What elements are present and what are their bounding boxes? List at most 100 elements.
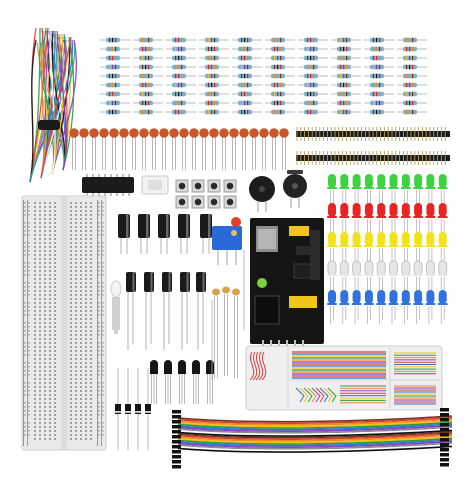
resistor-band (373, 109, 375, 115)
breadboard-hole (39, 206, 41, 208)
led-rim (351, 303, 362, 305)
rail-hole (102, 366, 104, 368)
resistor-band (274, 100, 276, 106)
resistor-band (115, 55, 117, 61)
breadboard-hole (54, 322, 56, 324)
breadboard-hole (90, 214, 92, 216)
led-yellow (352, 232, 361, 246)
breadboard-hole (44, 246, 46, 248)
breadboard-hole (39, 294, 41, 296)
breadboard-hole (44, 386, 46, 388)
rail-hole (98, 226, 100, 228)
rail-hole (28, 202, 30, 204)
breadboard (21, 195, 107, 451)
resistor-band (277, 55, 279, 61)
breadboard-hole (85, 422, 87, 424)
resistor-band (181, 109, 183, 115)
resistor-band (277, 109, 279, 115)
cable-tie (38, 120, 60, 130)
breadboard-hole (54, 290, 56, 292)
resistor-band (109, 91, 111, 97)
resistor-band (241, 55, 243, 61)
resistor-band (109, 55, 111, 61)
rail-hole (98, 282, 100, 284)
resistor-band (175, 46, 177, 52)
breadboard-hole (80, 222, 82, 224)
breadboard-hole (39, 438, 41, 440)
breadboard-hole (90, 270, 92, 272)
breadboard-hole (34, 222, 36, 224)
resistor-band (307, 73, 309, 79)
resistor-band (346, 100, 348, 106)
breadboard-hole (49, 294, 51, 296)
breadboard-hole (85, 294, 87, 296)
breadboard-hole (54, 202, 56, 204)
breadboard-hole (39, 274, 41, 276)
rail-hole (98, 262, 100, 264)
photoresistors (212, 286, 240, 378)
breadboard-hole (34, 386, 36, 388)
led-rim (376, 274, 386, 276)
breadboard-hole (75, 418, 77, 420)
rail-hole (24, 330, 26, 332)
ic-pin (128, 174, 130, 177)
resistor-band (412, 73, 414, 79)
rgb-led (110, 280, 122, 334)
breadboard-hole (80, 338, 82, 340)
resistor-band (307, 46, 309, 52)
led-rim (413, 216, 423, 218)
breadboard-hole (75, 218, 77, 220)
breadboard-hole (49, 306, 51, 308)
breadboard-hole (44, 334, 46, 336)
breadboard-hole (90, 262, 92, 264)
dupont-connector (440, 463, 449, 467)
rail-hole (98, 222, 100, 224)
resistor-band (340, 109, 342, 115)
breadboard-hole (54, 314, 56, 316)
led-blue (426, 290, 435, 304)
breadboard-hole (54, 362, 56, 364)
ic-chip (82, 174, 134, 196)
rail-hole (28, 366, 30, 368)
rail-hole (28, 342, 30, 344)
breadboard-hole (80, 330, 82, 332)
breadboard-hole (85, 362, 87, 364)
resistor-band (340, 73, 342, 79)
led-green (377, 174, 386, 188)
diode-band (125, 411, 131, 413)
led-rim (327, 245, 337, 247)
breadboard-hole (85, 414, 87, 416)
breadboard-hole (90, 418, 92, 420)
breadboard-hole (75, 238, 77, 240)
jumper-wire (29, 39, 37, 183)
rail-hole (28, 250, 30, 252)
breadboard-hole (75, 294, 77, 296)
breadboard-hole (85, 350, 87, 352)
breadboard-hole (80, 266, 82, 268)
breadboard-hole (34, 334, 36, 336)
led-rim (327, 216, 337, 218)
breadboard-hole (70, 390, 72, 392)
resistor-band (145, 55, 147, 61)
breadboard-hole (70, 274, 72, 276)
led-rim (364, 187, 374, 189)
breadboard-hole (70, 302, 72, 304)
breadboard-hole (70, 370, 72, 372)
dupont-connector (440, 438, 449, 442)
rail-hole (98, 230, 100, 232)
breadboard-hole (54, 306, 56, 308)
breadboard-hole (75, 210, 77, 212)
ic-pin (86, 193, 88, 196)
rail-hole (28, 390, 30, 392)
breadboard-hole (39, 302, 41, 304)
breadboard-hole (44, 330, 46, 332)
dupont-connector (172, 435, 181, 439)
breadboard-hole (44, 310, 46, 312)
rail-hole (98, 342, 100, 344)
cap-stripe (186, 272, 189, 292)
breadboard-hole (34, 282, 36, 284)
rail-hole (28, 434, 30, 436)
resistor-band (145, 46, 147, 52)
breadboard-hole (70, 382, 72, 384)
breadboard-hole (75, 290, 77, 292)
